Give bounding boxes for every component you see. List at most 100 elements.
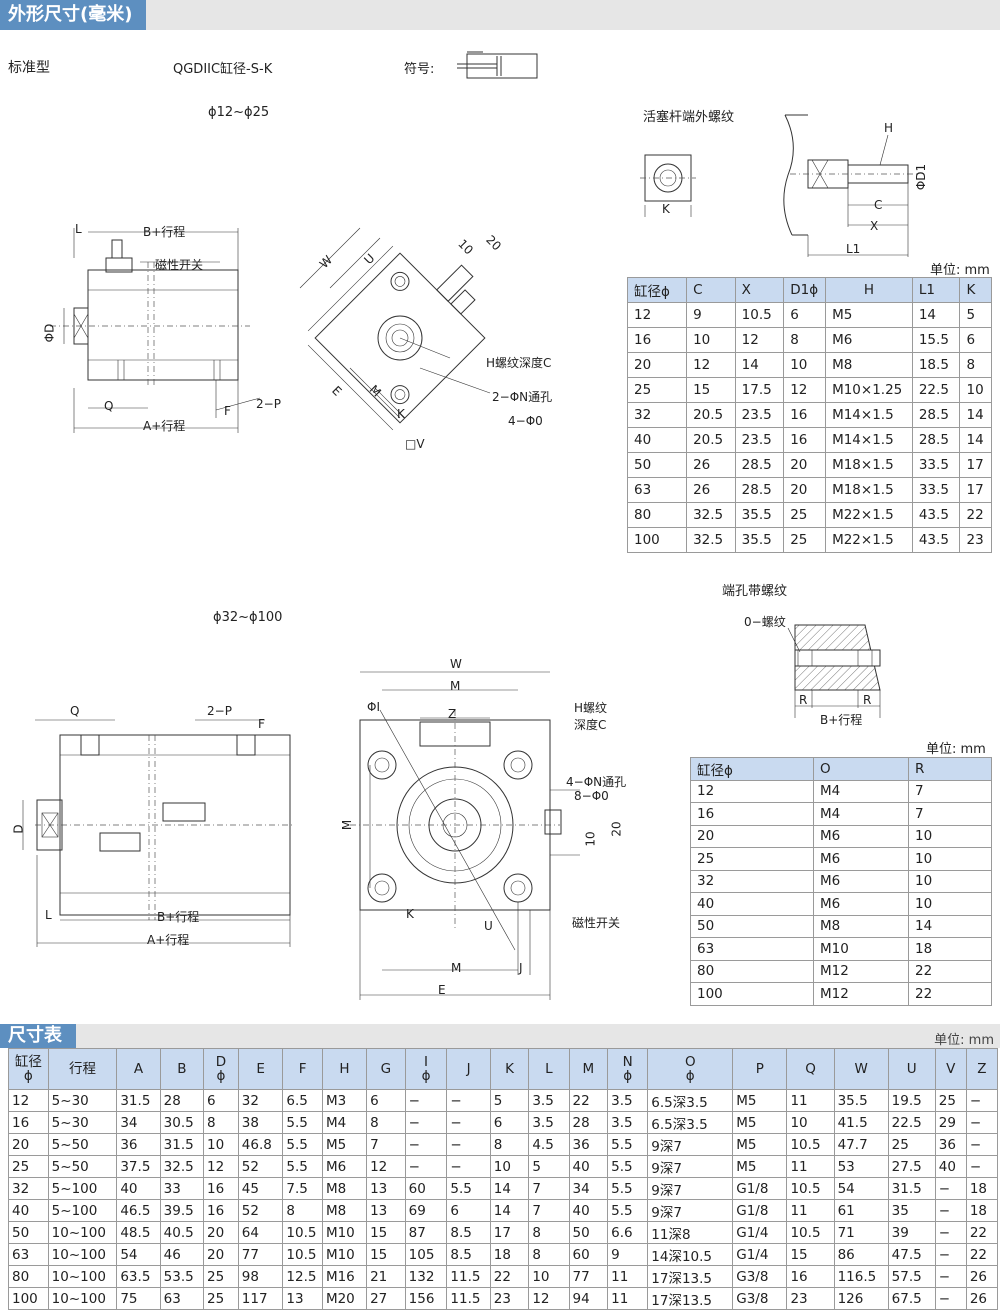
rod-table-unit: 单位: mm: [930, 263, 990, 278]
table-cell: 26: [965, 1287, 999, 1310]
table-cell: 7: [366, 1133, 406, 1156]
lower-label-H-thread: H螺纹: [574, 701, 608, 715]
lower-label-M-top: M: [450, 679, 461, 693]
table-cell: 18: [489, 1243, 530, 1266]
lower-label-K: K: [406, 907, 414, 921]
rod-label-L1: L1: [846, 242, 861, 256]
col-header-line: ϕ: [23, 1068, 33, 1084]
table-cell: M6: [321, 1155, 368, 1178]
lower-label-L: L: [45, 908, 52, 922]
col-header: H: [321, 1048, 368, 1090]
col-header-line: H: [339, 1061, 350, 1077]
table-cell: G1/8: [732, 1177, 788, 1200]
table-cell: 9: [686, 302, 736, 328]
port-table-unit: 单位: mm: [926, 742, 986, 757]
table-cell: M20: [321, 1287, 368, 1310]
table-cell: 17: [489, 1221, 530, 1244]
table-cell: 7: [528, 1177, 570, 1200]
table-cell: 10: [686, 327, 736, 353]
col-header-line: U: [906, 1061, 917, 1077]
col-header: R: [908, 757, 992, 781]
table-cell: −: [446, 1133, 491, 1156]
table-cell: 80: [626, 502, 688, 528]
lower-label-F: F: [258, 717, 265, 731]
table-cell: 11: [607, 1287, 649, 1310]
col-header: Z: [965, 1048, 999, 1090]
table-cell: 34: [568, 1177, 609, 1200]
col-header-line: ϕ: [421, 1068, 431, 1084]
table-cell: M18×1.5: [825, 477, 913, 503]
table-cell: M12: [813, 959, 909, 983]
label-2-phiN: 2−ΦN通孔: [492, 390, 553, 404]
table-cell: 25: [203, 1265, 239, 1288]
table-cell: 53.5: [159, 1265, 205, 1288]
lower-label-Z: Z: [448, 707, 457, 721]
table-cell: 5~50: [47, 1155, 118, 1178]
table-cell: 23.5: [734, 427, 785, 453]
table-cell: M22×1.5: [825, 502, 913, 528]
col-header: A: [116, 1048, 161, 1090]
table-cell: −: [934, 1199, 967, 1222]
table-cell: 50: [690, 914, 814, 938]
table-cell: 63: [8, 1243, 49, 1266]
col-header: H: [825, 277, 913, 303]
col-header-line: E: [256, 1061, 265, 1077]
table-cell: 32.5: [686, 502, 736, 528]
table-cell: G1/4: [732, 1243, 788, 1266]
lower-label-J: J: [519, 961, 523, 975]
table-cell: 33.5: [911, 477, 961, 503]
table-cell: 15: [786, 1243, 835, 1266]
rod-thread-drawing: [640, 114, 920, 257]
col-header-line: L: [545, 1061, 553, 1077]
table-cell: 48.5: [116, 1221, 161, 1244]
table-cell: 94: [568, 1287, 609, 1310]
table-cell: M6: [825, 327, 913, 353]
table-cell: 22.5: [911, 377, 961, 403]
col-header-line: D: [215, 1054, 227, 1070]
table-cell: 16: [626, 327, 688, 353]
table-cell: 40: [568, 1199, 609, 1222]
col-header: K: [959, 277, 992, 303]
table-cell: 46.5: [116, 1199, 161, 1222]
col-header: L: [528, 1048, 570, 1090]
table-cell: 14: [959, 427, 992, 453]
table-cell: M5: [732, 1089, 788, 1112]
col-header: Q: [786, 1048, 835, 1090]
table-cell: 63: [159, 1287, 205, 1310]
table-cell: 17: [959, 452, 992, 478]
table-cell: 22: [908, 982, 992, 1006]
table-cell: 40: [568, 1155, 609, 1178]
table-cell: 6: [203, 1089, 239, 1112]
table-cell: 105: [404, 1243, 448, 1266]
table-cell: M12: [813, 982, 909, 1006]
col-header: F: [282, 1048, 323, 1090]
table-cell: 16: [203, 1199, 239, 1222]
table-cell: 8: [282, 1199, 323, 1222]
table-cell: 28: [159, 1089, 205, 1112]
table-cell: 5: [489, 1089, 530, 1112]
table-cell: 9深7: [647, 1199, 734, 1222]
table-cell: 63: [626, 477, 688, 503]
table-cell: 10~100: [47, 1265, 118, 1288]
table-cell: M5: [825, 302, 913, 328]
table-cell: 11: [786, 1089, 835, 1112]
table-cell: 8.5: [446, 1243, 491, 1266]
table-cell: 35.5: [734, 502, 785, 528]
table-cell: 5~30: [47, 1111, 118, 1134]
table-cell: M14×1.5: [825, 402, 913, 428]
table-cell: 6: [783, 302, 827, 328]
lower-range-label: ϕ32~ϕ100: [213, 610, 283, 625]
table-cell: 31.5: [887, 1177, 936, 1200]
table-cell: M3: [321, 1089, 368, 1112]
table-cell: 8: [366, 1111, 406, 1134]
table-cell: 8: [783, 327, 827, 353]
table-cell: 22: [489, 1265, 530, 1288]
table-cell: 25: [8, 1155, 49, 1178]
port-label-O: 0−螺纹: [744, 615, 786, 629]
col-header: J: [446, 1048, 491, 1090]
